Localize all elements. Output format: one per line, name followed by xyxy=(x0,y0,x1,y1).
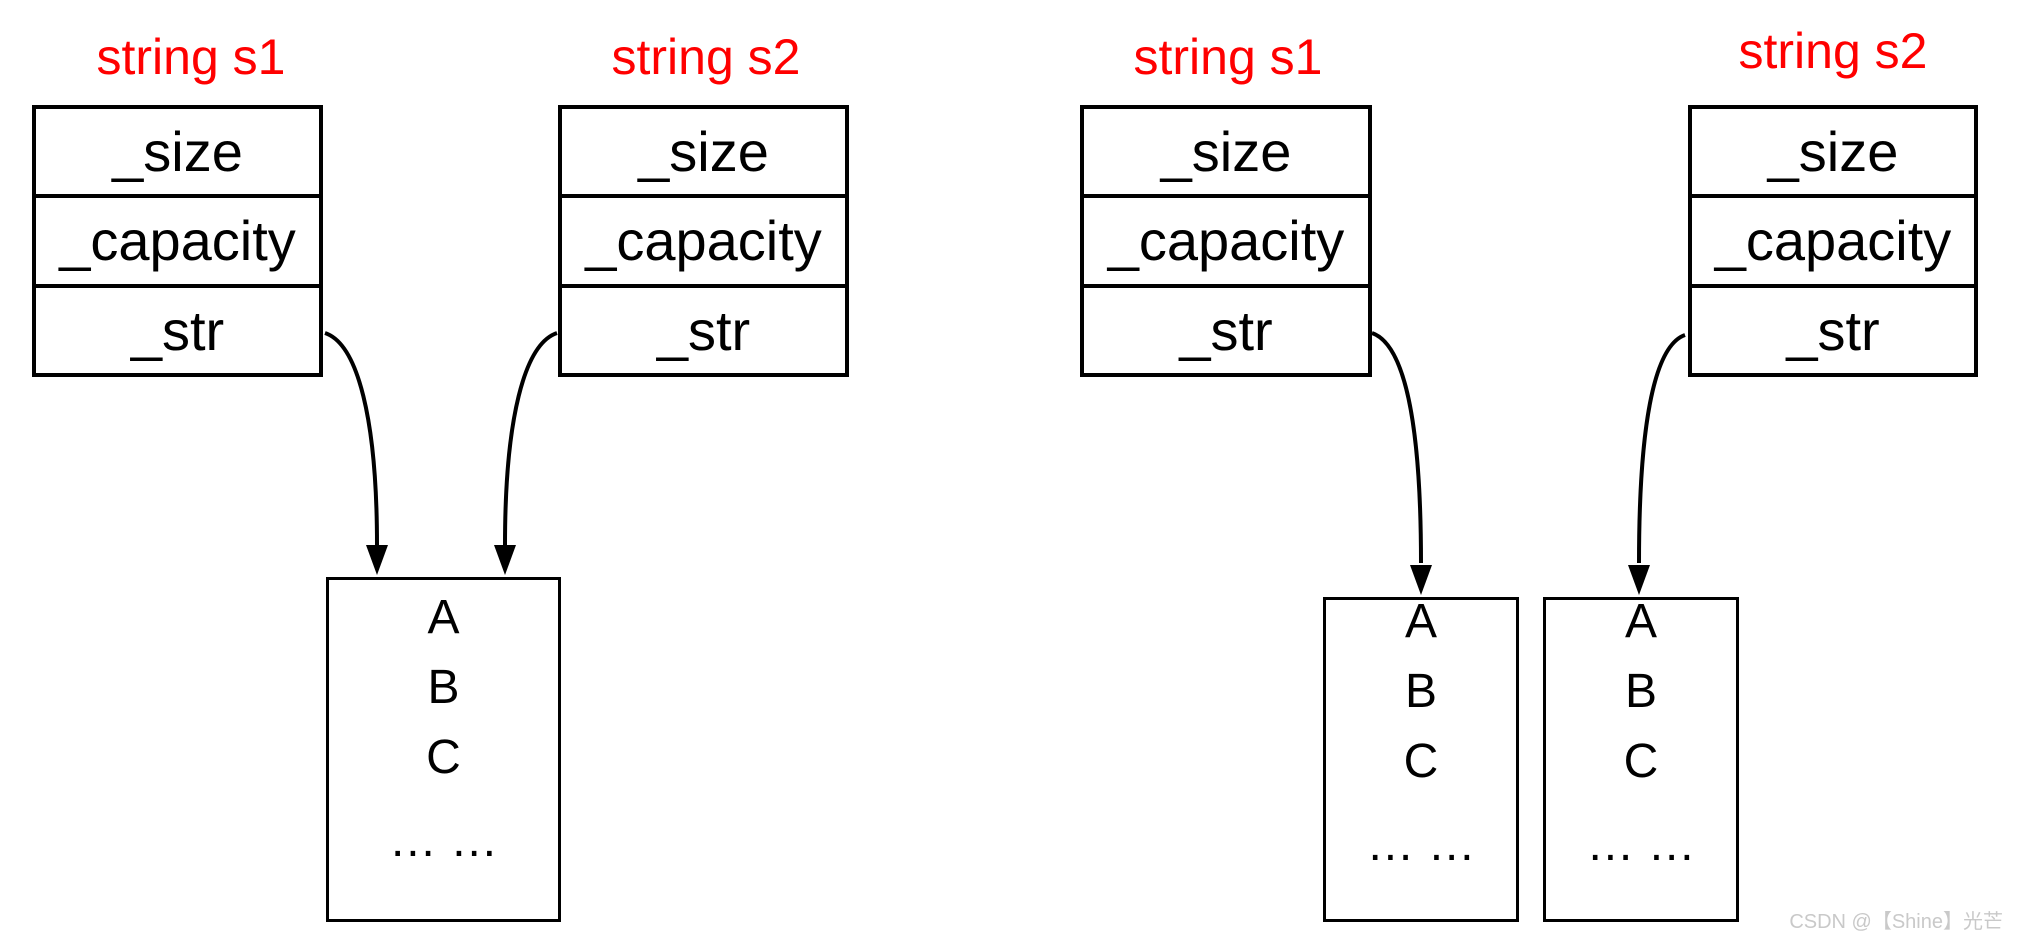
csdn-watermark: CSDN @【Shine】光芒 xyxy=(1789,911,2003,933)
char-a: A xyxy=(1404,595,1437,648)
field-capacity: _capacity xyxy=(36,194,319,283)
char-a: A xyxy=(1624,595,1657,648)
right-s2-struct-box: _size _capacity _str xyxy=(1688,105,1978,377)
left-string-s1-title: string s1 xyxy=(96,29,286,85)
s1-char-buffer-box: A B C … … xyxy=(1323,595,1519,922)
field-size: _size xyxy=(1767,120,1899,184)
field-str: _str xyxy=(1692,283,1974,373)
arrow-left-s1-str-to-shared-buffer xyxy=(324,331,388,575)
char-buffer-content: A B C … … xyxy=(1326,587,1516,880)
char-b: B xyxy=(427,661,460,714)
right-string-s2-title: string s2 xyxy=(1738,23,1928,79)
right-s1-struct-box: _size _capacity _str xyxy=(1080,105,1372,377)
ellipsis: … … xyxy=(388,814,499,867)
left-s1-struct-box: _size _capacity _str xyxy=(32,105,323,377)
char-c: C xyxy=(426,731,461,784)
field-size: _size xyxy=(112,120,243,184)
field-str: _str xyxy=(36,283,319,373)
char-buffer-content: A B C … … xyxy=(329,580,558,876)
arrow-left-s2-str-to-shared-buffer xyxy=(494,331,558,575)
left-s2-struct-box: _size _capacity _str xyxy=(558,105,849,377)
field-size: _size xyxy=(1160,120,1292,184)
ellipsis: … … xyxy=(1366,818,1476,871)
shared-char-buffer-box: A B C … … xyxy=(326,577,561,922)
field-capacity: _capacity xyxy=(1084,194,1368,283)
field-capacity: _capacity xyxy=(1692,194,1974,283)
left-string-s2-title: string s2 xyxy=(611,29,801,85)
s2-char-buffer-box: A B C … … xyxy=(1543,595,1739,922)
ellipsis: … … xyxy=(1586,818,1696,871)
right-string-s1-title: string s1 xyxy=(1133,29,1323,85)
char-buffer-content: A B C … … xyxy=(1546,587,1736,880)
char-c: C xyxy=(1623,735,1659,788)
arrow-right-s2-str-to-own-buffer xyxy=(1628,333,1686,595)
field-str: _str xyxy=(1084,283,1368,373)
char-a: A xyxy=(427,591,460,644)
arrow-right-s1-str-to-own-buffer xyxy=(1371,331,1432,595)
field-size: _size xyxy=(638,120,769,184)
char-c: C xyxy=(1403,735,1439,788)
char-b: B xyxy=(1404,665,1437,718)
field-capacity: _capacity xyxy=(562,194,845,283)
char-b: B xyxy=(1624,665,1657,718)
field-str: _str xyxy=(562,283,845,373)
